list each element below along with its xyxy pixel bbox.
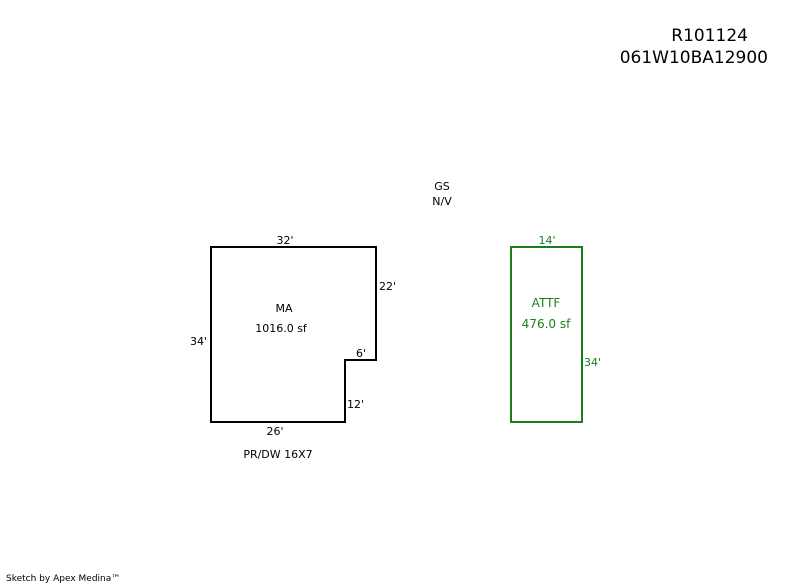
ma-dim-notch-side: 12' (347, 398, 365, 411)
garage-label: GS (434, 180, 450, 193)
sketch-credit: Sketch by Apex Medina™ (6, 574, 121, 584)
ma-dim-notch-top: 6' (356, 347, 367, 360)
ma-dim-bottom: 26' (266, 425, 284, 438)
ma-dim-left: 34' (190, 335, 208, 348)
map-taxlot: 061W10BA12900 (619, 48, 768, 68)
attf-dim-top: 14' (538, 234, 556, 247)
account-id: R101124 (671, 26, 748, 46)
attf-dim-right: 34' (584, 356, 602, 369)
ma-dim-right-upper: 22' (379, 280, 397, 293)
main-area-outline (210, 246, 377, 423)
garage-value-label: N/V (432, 195, 452, 208)
ma-dim-top: 32' (276, 234, 294, 247)
ma-area-label: 1016.0 sf (255, 322, 307, 335)
attf-code-label: ATTF (531, 296, 561, 310)
attf-area-label: 476.0 sf (521, 317, 571, 331)
driveway-note: PR/DW 16X7 (243, 448, 313, 461)
ma-code-label: MA (275, 302, 293, 315)
attached-feature-outline (510, 246, 583, 423)
